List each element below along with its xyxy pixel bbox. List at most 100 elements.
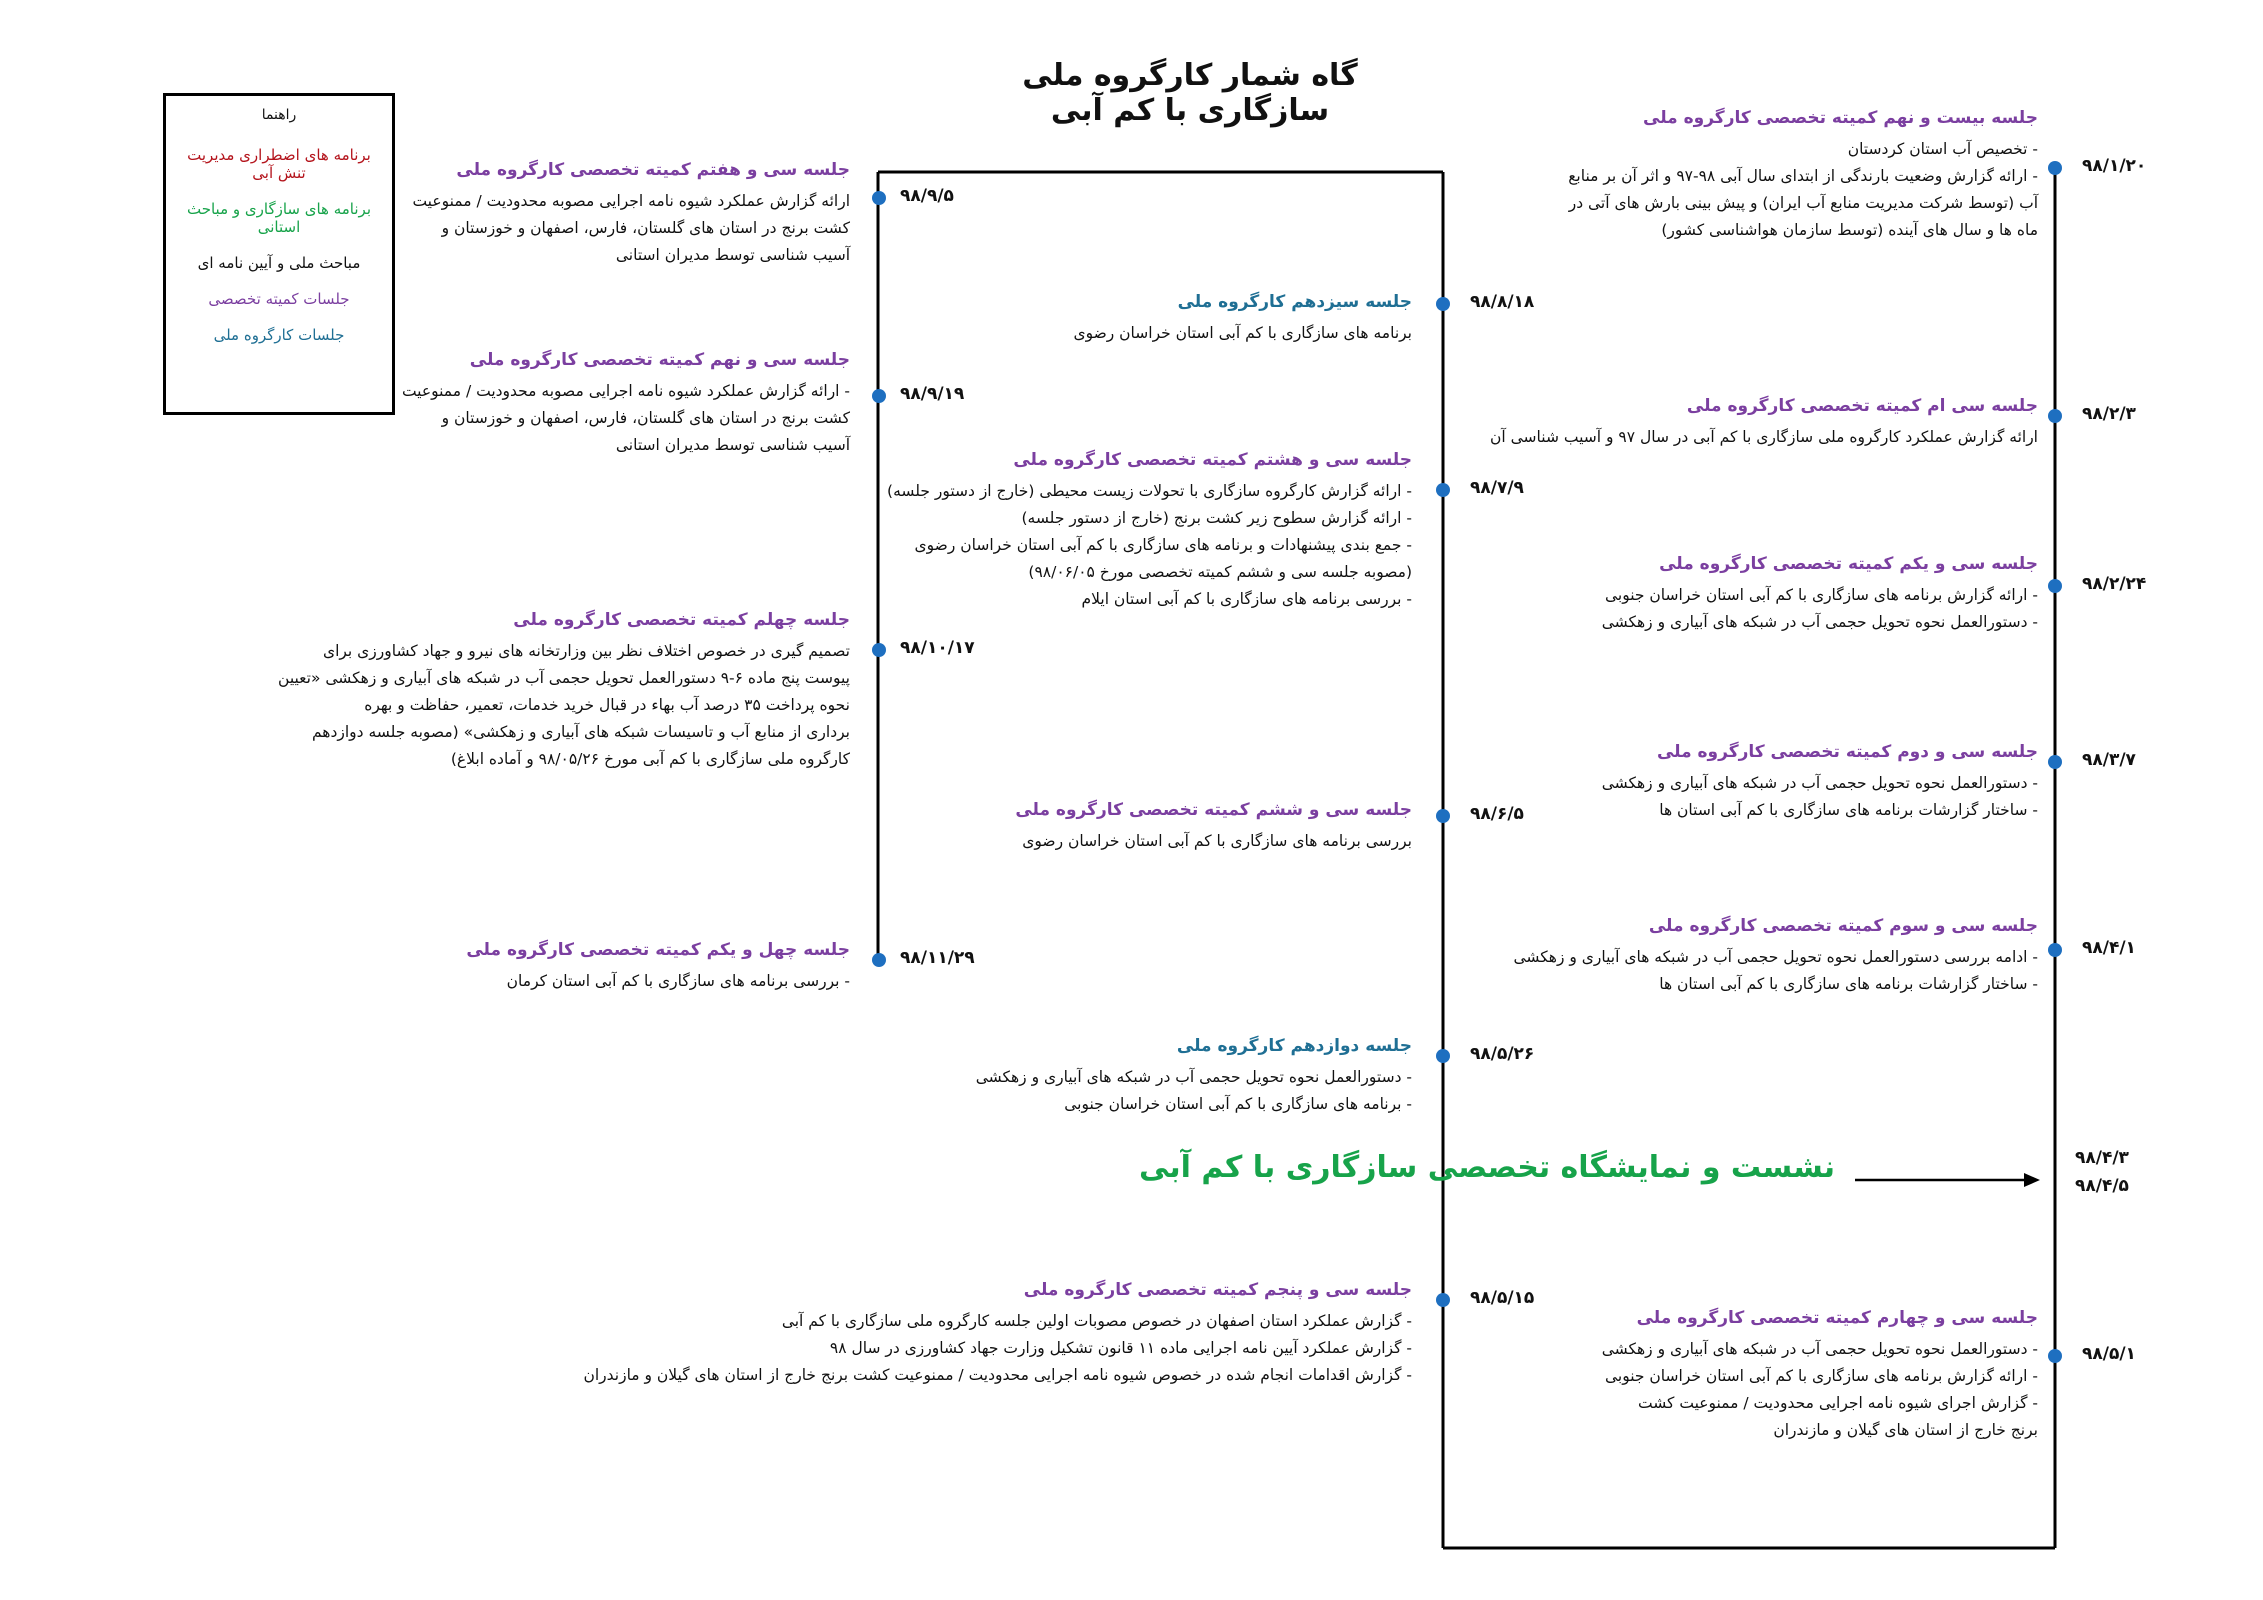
left-entry-3-line-5: کارگروه ملی سازگاری با کم آبی مورخ ۹۸/۰۵…	[450, 750, 850, 768]
legend-item-national: مباحث ملی و آیین نامه ای	[197, 254, 361, 272]
left-entry-1-date: ۹۸/۹/۵	[900, 186, 954, 206]
middle-entry-2-block: جلسه سی و هشتم کمیته تخصصی کارگروه ملی - …	[887, 450, 1412, 613]
right-entry-3-date: ۹۸/۲/۲۴	[2082, 574, 2147, 594]
right-entry-4-heading: جلسه سی و دوم کمیته تخصصی کارگروه ملی	[1656, 742, 2038, 762]
right-entry-1-marker	[2048, 161, 2062, 175]
left-entry-1-line-3: آسیب شناسی توسط مدیران استانی	[615, 246, 850, 264]
right-entry-3-block: جلسه سی و یکم کمیته تخصصی کارگروه ملی - ا…	[1602, 554, 2038, 636]
left-entry-4-marker	[872, 953, 886, 967]
event-date-start: ۹۸/۴/۳	[2075, 1148, 2129, 1168]
left-entry-3-date: ۹۸/۱۰/۱۷	[900, 638, 975, 658]
middle-entry-5-heading: جلسه سی و پنجم کمیته تخصصی کارگروه ملی	[1023, 1280, 1412, 1300]
middle-entry-2-line-1: - ارائه گزارش کارگروه سازگاری با تحولات …	[887, 482, 1412, 500]
middle-entry-2-date: ۹۸/۷/۹	[1470, 478, 1524, 498]
right-entry-2-marker	[2048, 409, 2062, 423]
left-entry-3-block: جلسه چهلم کمیته تخصصی کارگروه ملی تصمیم گ…	[278, 610, 850, 773]
event-label: نشست و نمایشگاه تخصصی سازگاری با کم آبی	[1139, 1150, 1835, 1185]
left-entry-2-line-2: کشت برنج در استان های گلستان، فارس، اصفه…	[441, 409, 850, 427]
diagram-title: گاه شمار کارگروه ملی سازگاری با کم آبی	[1022, 58, 1358, 128]
left-entry-2-block: جلسه سی و نهم کمیته تخصصی کارگروه ملی- ا…	[402, 350, 850, 459]
right-entry-1-line-4: ماه ها و سال های آینده (توسط سازمان هواش…	[1661, 221, 2038, 239]
middle-entry-5-line-3: - گزارش اقدامات انجام شده در خصوص شیوه ن…	[583, 1366, 1412, 1384]
middle-entry-3-marker	[1436, 809, 1450, 823]
legend-title: راهنما	[261, 107, 297, 123]
right-entry-3-heading: جلسه سی و یکم کمیته تخصصی کارگروه ملی	[1659, 554, 2038, 574]
right-entry-6-line-2: - ارائه گزارش برنامه های سازگاری با کم آ…	[1605, 1367, 2038, 1385]
left-entry-4-date: ۹۸/۱۱/۲۹	[900, 948, 975, 968]
right-entry-3-line-1: - ارائه گزارش برنامه های سازگاری با کم آ…	[1605, 586, 2038, 604]
left-entry-3-line-2: پیوست پنج ماده ۶-۹ دستورالعمل تحویل حجمی…	[278, 669, 850, 687]
right-entry-4-block: جلسه سی و دوم کمیته تخصصی کارگروه ملی - د…	[1602, 742, 2038, 824]
middle-entry-2-line-4: (مصوبه جلسه سی و ششم کمیته تخصصی مورخ ۹۸…	[1028, 563, 1412, 581]
middle-entry-4-heading: جلسه دوازدهم کارگروه ملی	[1176, 1036, 1412, 1056]
left-entry-2-line-3: آسیب شناسی توسط مدیران استانی	[615, 436, 850, 454]
middle-entry-5-block: جلسه سی و پنجم کمیته تخصصی کارگروه ملی - …	[583, 1280, 1412, 1389]
middle-entry-4-line-1: - دستورالعمل نحوه تحویل حجمی آب در شبکه …	[975, 1068, 1412, 1086]
middle-entry-3-date: ۹۸/۶/۵	[1470, 804, 1524, 824]
left-entry-3-line-1: تصمیم گیری در خصوص اختلاف نظر بین وزارتخ…	[322, 642, 850, 660]
right-entry-1-line-1: - تخصیص آب استان کردستان	[1847, 140, 2038, 158]
right-entry-5-date: ۹۸/۴/۱	[2082, 938, 2136, 958]
middle-entry-1-date: ۹۸/۸/۱۸	[1470, 292, 1535, 312]
right-entry-6-block: جلسه سی و چهارم کمیته تخصصی کارگروه ملی-…	[1602, 1308, 2038, 1444]
middle-entry-4-line-2: - برنامه های سازگاری با کم آبی استان خرا…	[1064, 1095, 1412, 1113]
middle-entry-2-line-3: - جمع بندی پیشنهادات و برنامه های سازگار…	[914, 536, 1412, 554]
middle-entry-5-line-1: - گزارش عملکرد استان اصفهان در خصوص مصوب…	[781, 1312, 1412, 1330]
right-entry-1-date: ۹۸/۱/۲۰	[2082, 156, 2147, 176]
right-entry-3-line-2: - دستورالعمل نحوه تحویل حجمی آب در شبکه …	[1601, 613, 2038, 631]
right-entry-1-line-3: آب (توسط شرکت مدیریت منابع آب ایران) و پ…	[1568, 194, 2038, 212]
left-entry-2-date: ۹۸/۹/۱۹	[900, 384, 965, 404]
right-entry-4-date: ۹۸/۳/۷	[2082, 750, 2136, 770]
legend-item-committee: جلسات کمیته تخصصی	[208, 290, 350, 308]
right-entry-2-block: جلسه سی ام کمیته تخصصی کارگروه ملی ارائه …	[1490, 396, 2038, 451]
right-entry-1-block: جلسه بیست و نهم کمیته تخصصی کارگروه ملی -…	[1568, 108, 2038, 244]
right-entry-5-marker	[2048, 943, 2062, 957]
middle-entry-1-block: جلسه سیزدهم کارگروه ملی برنامه های سازگار…	[1073, 292, 1412, 347]
legend-item-working-group: جلسات کارگروه ملی	[213, 326, 345, 344]
right-entry-1-line-2: - ارائه گزارش وضعیت بارندگی از ابتدای سا…	[1568, 167, 2038, 185]
right-entry-5-block: جلسه سی و سوم کمیته تخصصی کارگروه ملی - ا…	[1513, 916, 2038, 998]
legend-item-adaptation: برنامه های سازگاری و مباحث استانی	[186, 200, 372, 236]
event-date-end: ۹۸/۴/۵	[2075, 1176, 2129, 1196]
left-entry-2-line-1: - ارائه گزارش عملکرد شیوه نامه اجرایی مص…	[401, 382, 850, 400]
left-entry-3-heading: جلسه چهلم کمیته تخصصی کارگروه ملی	[513, 610, 850, 630]
right-entry-5-line-1: - ادامه بررسی دستورالعمل نحوه تحویل حجمی…	[1513, 948, 2038, 966]
right-entry-1-heading: جلسه بیست و نهم کمیته تخصصی کارگروه ملی	[1643, 108, 2038, 128]
middle-entry-1-line-1: برنامه های سازگاری با کم آبی استان خراسا…	[1073, 324, 1412, 342]
middle-entry-2-heading: جلسه سی و هشتم کمیته تخصصی کارگروه ملی	[1013, 450, 1412, 470]
right-entry-4-line-2: - ساختار گزارشات برنامه های سازگاری با ک…	[1659, 801, 2038, 819]
left-entry-2-marker	[872, 389, 886, 403]
middle-entry-5-date: ۹۸/۵/۱۵	[1470, 1288, 1535, 1308]
middle-entry-4-marker	[1436, 1049, 1450, 1063]
middle-entry-1-heading: جلسه سیزدهم کارگروه ملی	[1177, 292, 1412, 312]
right-entry-6-line-3: - گزارش اجرای شیوه نامه اجرایی محدودیت /…	[1638, 1394, 2038, 1412]
event-arrowhead	[2024, 1173, 2040, 1187]
right-entry-3-marker	[2048, 579, 2062, 593]
right-entry-4-line-1: - دستورالعمل نحوه تحویل حجمی آب در شبکه …	[1601, 774, 2038, 792]
middle-entry-5-marker	[1436, 1293, 1450, 1307]
left-entry-1-line-1: ارائه گزارش عملکرد شیوه نامه اجرایی مصوب…	[412, 192, 850, 210]
middle-entry-3-heading: جلسه سی و ششم کمیته تخصصی کارگروه ملی	[1015, 800, 1412, 820]
middle-entry-1-marker	[1436, 297, 1450, 311]
left-entry-4-block: جلسه چهل و یکم کمیته تخصصی کارگروه ملی - …	[466, 940, 850, 995]
right-entry-6-date: ۹۸/۵/۱	[2082, 1344, 2136, 1364]
left-entry-1-line-2: کشت برنج در استان های گلستان، فارس، اصفه…	[441, 219, 850, 237]
right-entry-5-heading: جلسه سی و سوم کمیته تخصصی کارگروه ملی	[1648, 916, 2038, 936]
right-entry-6-marker	[2048, 1349, 2062, 1363]
left-entry-4-line-1: - بررسی برنامه های سازگاری با کم آبی است…	[506, 972, 850, 990]
middle-entry-2-line-2: - ارائه گزارش سطوح زیر کشت برنج (خارج از…	[1021, 509, 1413, 527]
middle-entry-4-date: ۹۸/۵/۲۶	[1470, 1044, 1535, 1064]
left-entry-4-heading: جلسه چهل و یکم کمیته تخصصی کارگروه ملی	[466, 940, 850, 960]
right-entry-2-heading: جلسه سی ام کمیته تخصصی کارگروه ملی	[1686, 396, 2038, 416]
middle-entry-2-marker	[1436, 483, 1450, 497]
left-entry-3-line-4: برداری از منابع آب و تاسیسات شبکه های آب…	[311, 723, 850, 741]
legend-item-emergency: برنامه های اضطراری مدیریت تنش آبی	[187, 146, 371, 182]
left-entry-3-line-3: نحوه پرداخت ۳۵ درصد آب بهاء در قبال خرید…	[364, 696, 850, 714]
left-entry-1-marker	[872, 191, 886, 205]
middle-entry-2-line-5: - بررسی برنامه های سازگاری با کم آبی است…	[1081, 590, 1412, 608]
right-entry-2-line-1: ارائه گزارش عملکرد کارگروه ملی سازگاری ب…	[1490, 428, 2038, 446]
